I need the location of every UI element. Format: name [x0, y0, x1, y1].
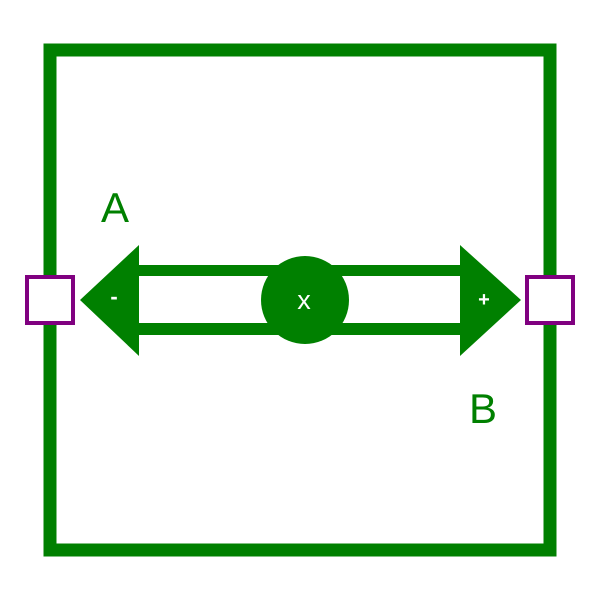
port-b-connector[interactable]: [525, 275, 575, 325]
center-label: x: [297, 285, 311, 315]
center-circle: [261, 256, 349, 344]
port-b-label: B: [469, 385, 497, 432]
port-a-label: A: [101, 184, 129, 231]
minus-sign-label: -: [110, 284, 117, 309]
port-a-connector[interactable]: [25, 275, 75, 325]
plus-sign-label: +: [478, 289, 490, 311]
